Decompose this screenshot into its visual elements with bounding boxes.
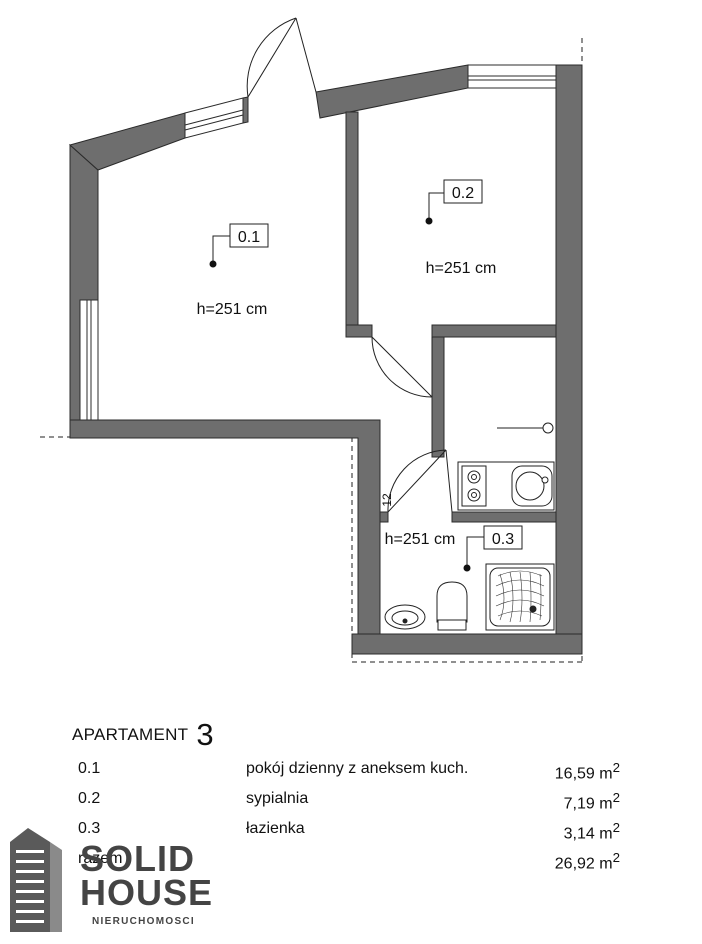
legend-row-total: razem 26,92 m2 <box>0 850 702 876</box>
window-left <box>79 299 99 421</box>
room-height-0-2: h=251 cm <box>426 260 497 277</box>
logo-word-house: HOUSE <box>80 872 214 913</box>
room-height-0-1: h=251 cm <box>197 301 268 318</box>
room-area: 3,14 m2 <box>563 820 620 843</box>
wall-right <box>555 64 583 636</box>
room-name: pokój dzienny z aneksem kuch. <box>246 760 469 777</box>
wall-top-left-2 <box>242 96 249 124</box>
legend-row: 0.1 pokój dzienny z aneksem kuch. 16,59 … <box>0 760 702 786</box>
door-entrance <box>246 17 297 98</box>
bathroom-fixtures <box>384 563 555 631</box>
logo-word-solid: SOLID <box>80 838 196 879</box>
room-label-0-3: 0.3 h=251 cm <box>385 525 523 572</box>
wall-bathroom-top <box>451 511 557 523</box>
room-id-0-3: 0.3 <box>492 531 514 548</box>
room-name: łazienka <box>246 820 305 837</box>
wall-bottom <box>351 633 583 655</box>
room-area: 7,19 m2 <box>563 790 620 813</box>
wall-kitchen-partition <box>431 336 445 458</box>
apartment-number: 3 <box>196 717 214 752</box>
room-height-0-3: h=251 cm <box>385 531 456 548</box>
wall-partition-horizontal-a <box>345 324 373 338</box>
room-label-0-1: 0.1 h=251 cm <box>197 223 269 318</box>
doors <box>246 17 453 513</box>
room-code: 0.3 <box>78 820 101 837</box>
shower-tray <box>485 563 555 631</box>
room-id-0-1: 0.1 <box>238 229 260 246</box>
wall-top-right <box>315 64 469 119</box>
toilet <box>436 581 468 623</box>
door-bedroom <box>371 336 433 398</box>
legend-row: 0.2 sypialnia 7,19 m2 <box>0 790 702 816</box>
room-code: 0.1 <box>78 760 101 777</box>
door-bathroom <box>387 449 447 513</box>
wall-partition-bedroom <box>345 111 359 338</box>
apartment-label: APARTAMENT <box>72 725 189 744</box>
legend-row: 0.3 łazienka 3,14 m2 <box>0 820 702 846</box>
solid-house-logo: SOLID HOUSE NIERUCHOMOSCI <box>0 820 230 940</box>
room-labels: 0.1 h=251 cm 0.2 h=251 cm 0.3 h=251 cm 1… <box>197 179 523 572</box>
kitchenette <box>457 422 555 511</box>
wall-partition-horizontal-b <box>431 324 557 338</box>
wall-bathroom-top-left <box>379 511 389 523</box>
total-label: razem <box>78 850 123 867</box>
legend-title: APARTAMENT 3 <box>72 712 214 752</box>
total-area: 26,92 m2 <box>554 850 620 873</box>
building-logo-icon <box>10 828 62 932</box>
room-id-0-2: 0.2 <box>452 185 474 202</box>
windows <box>79 64 557 421</box>
logo-word-nieruchomosci: NIERUCHOMOSCI <box>92 916 196 927</box>
room-area: 16,59 m2 <box>554 760 620 783</box>
floor-plan-drawing: 0.1 h=251 cm 0.2 h=251 cm 0.3 h=251 cm 1… <box>40 17 583 663</box>
dimension-label: 12 <box>380 493 394 507</box>
wall-living-bottom <box>69 419 381 641</box>
room-name: sypialnia <box>246 790 309 807</box>
room-code: 0.2 <box>78 790 101 807</box>
room-label-0-2: 0.2 h=251 cm <box>425 179 497 277</box>
